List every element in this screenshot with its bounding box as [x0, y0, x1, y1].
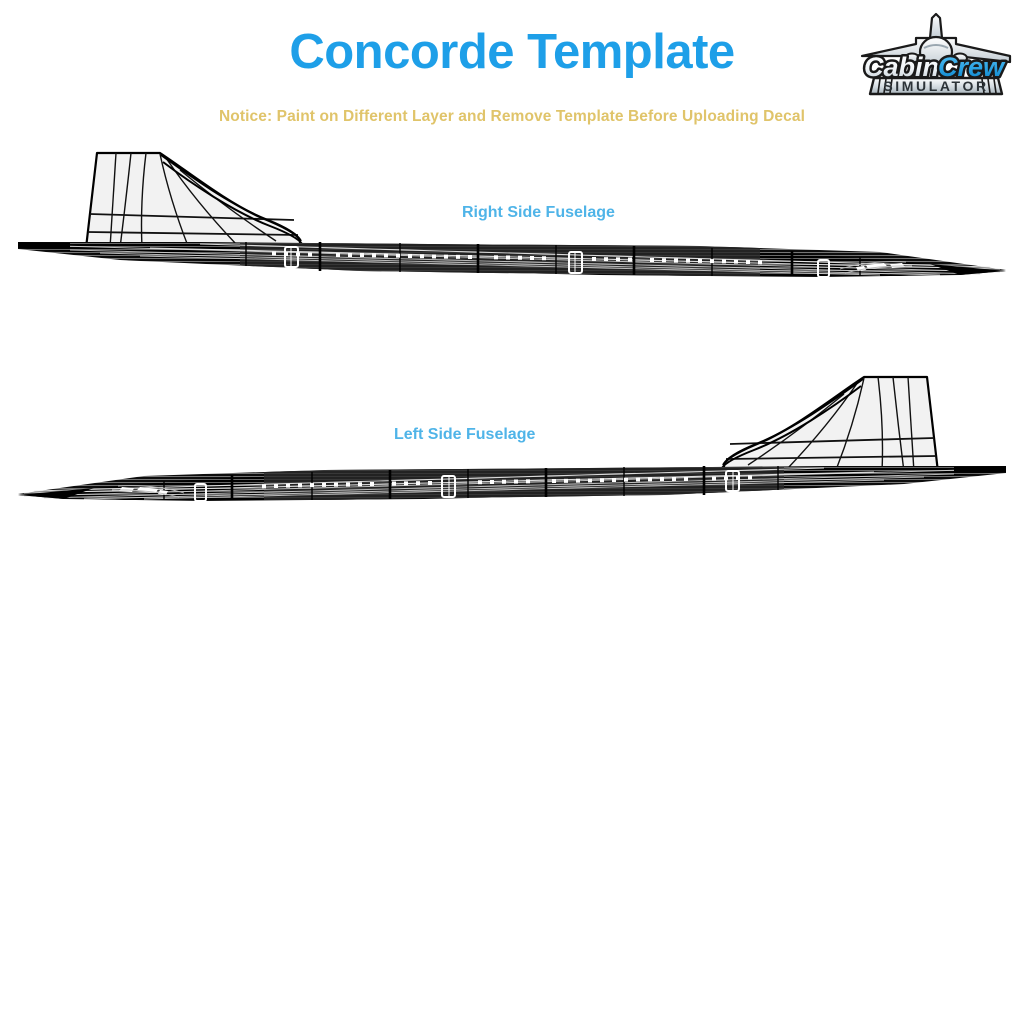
cabincrew-simulator-logo: Cabin Cabin Crew Crew SIMULATOR: [852, 8, 1020, 98]
concorde-left-side-template: [0, 352, 1024, 522]
fuselage-body: [18, 242, 1006, 278]
section-label-right-side-fuselage: Right Side Fuselage: [462, 204, 615, 221]
door-inner-line: [448, 471, 734, 497]
brand-subtitle: SIMULATOR: [883, 78, 988, 94]
door-inner-line: [290, 247, 576, 273]
vertical-stabilizer: [84, 151, 303, 250]
notice-text: Notice: Paint on Different Layer and Rem…: [219, 108, 805, 125]
concorde-right-side-template: [0, 140, 1024, 300]
airplane-front-icon: [860, 12, 1012, 69]
window-row: [272, 251, 762, 265]
brand-subtitle-plate: SIMULATOR: [868, 76, 1004, 96]
section-label-left-side-fuselage: Left Side Fuselage: [394, 426, 536, 443]
fuselage-body: [18, 466, 1006, 502]
vertical-stabilizer: [721, 375, 940, 474]
page-title: Concorde Template: [289, 25, 735, 79]
